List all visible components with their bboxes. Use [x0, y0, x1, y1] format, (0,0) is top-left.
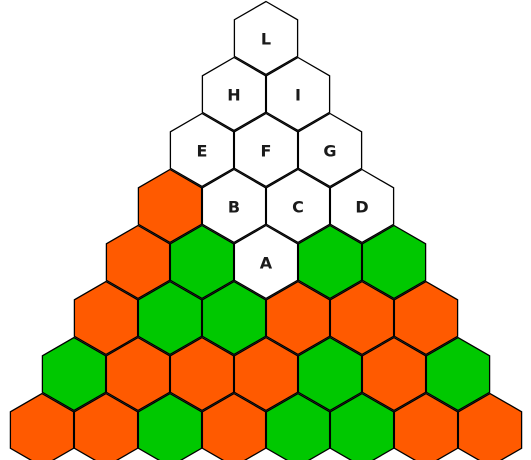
hex-tile-white[interactable] [233, 112, 299, 188]
hex-cell[interactable] [201, 280, 267, 356]
hex-cell[interactable] [41, 336, 107, 412]
hex-tile-orange[interactable] [169, 336, 235, 412]
hex-tile-orange[interactable] [329, 280, 395, 356]
hex-cell[interactable] [297, 224, 363, 300]
hex-cell[interactable] [297, 336, 363, 412]
hex-tile-white[interactable] [265, 168, 331, 244]
hex-cell[interactable] [361, 224, 427, 300]
hex-tile-orange[interactable] [105, 224, 171, 300]
hex-tile-green[interactable] [297, 336, 363, 412]
hex-tile-green[interactable] [361, 224, 427, 300]
hex-cell[interactable] [361, 336, 427, 412]
hex-tile-orange[interactable] [137, 168, 203, 244]
hex-tile-orange[interactable] [105, 336, 171, 412]
hex-tile-white[interactable] [233, 224, 299, 300]
hex-cell[interactable] [393, 280, 459, 356]
hex-tile-orange[interactable] [9, 392, 75, 460]
hex-tile-white[interactable] [233, 0, 299, 76]
hex-cell[interactable] [137, 392, 203, 460]
hex-tile-green[interactable] [137, 280, 203, 356]
hex-cell[interactable] [137, 280, 203, 356]
hex-tile-white[interactable] [169, 112, 235, 188]
hex-tile-white[interactable] [329, 168, 395, 244]
hex-tile-green[interactable] [297, 224, 363, 300]
hex-cell[interactable] [169, 336, 235, 412]
hex-cell[interactable] [73, 280, 139, 356]
hex-tile-orange[interactable] [73, 280, 139, 356]
hex-tile-white[interactable] [201, 168, 267, 244]
hex-tile-orange[interactable] [393, 280, 459, 356]
hex-tile-white[interactable] [297, 112, 363, 188]
hex-tile-orange[interactable] [457, 392, 523, 460]
hex-tile-green[interactable] [169, 224, 235, 300]
hex-cell[interactable] [265, 392, 331, 460]
hex-tile-green[interactable] [265, 392, 331, 460]
hex-cell[interactable] [105, 336, 171, 412]
hex-cell[interactable] [393, 392, 459, 460]
hex-tile-orange[interactable] [265, 280, 331, 356]
hex-cell[interactable] [169, 224, 235, 300]
hex-tile-white[interactable] [265, 56, 331, 132]
hex-tile-green[interactable] [137, 392, 203, 460]
hex-cell[interactable] [329, 280, 395, 356]
hex-tile-white[interactable] [201, 56, 267, 132]
hex-tile-green[interactable] [41, 336, 107, 412]
hex-cell[interactable] [425, 336, 491, 412]
hex-cell[interactable] [105, 224, 171, 300]
hex-cell[interactable] [201, 392, 267, 460]
hex-tile-orange[interactable] [233, 336, 299, 412]
hex-cell[interactable] [329, 392, 395, 460]
hex-cell[interactable] [9, 392, 75, 460]
hex-cell[interactable] [73, 392, 139, 460]
hex-tile-orange[interactable] [201, 392, 267, 460]
hex-cell[interactable] [233, 336, 299, 412]
hex-tile-orange[interactable] [393, 392, 459, 460]
hex-cell[interactable] [265, 280, 331, 356]
hex-cell[interactable] [457, 392, 523, 460]
hex-tile-green[interactable] [329, 392, 395, 460]
hex-tile-green[interactable] [425, 336, 491, 412]
hex-tile-green[interactable] [201, 280, 267, 356]
hex-tile-orange[interactable] [361, 336, 427, 412]
hex-tile-orange[interactable] [73, 392, 139, 460]
hex-cell[interactable] [137, 168, 203, 244]
